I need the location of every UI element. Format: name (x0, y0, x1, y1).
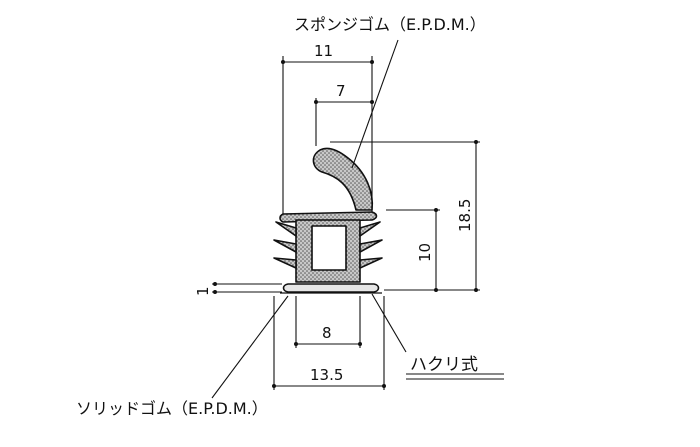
sponge-lip (312, 147, 374, 211)
dim-base-width: 13.5 (310, 366, 343, 384)
dimension-endpoints (213, 60, 478, 388)
right-fin-3 (359, 257, 383, 269)
dim-base-thickness: 1 (194, 286, 212, 296)
label-sponge-rubber: スポンジゴム（E.P.D.M.） (294, 15, 486, 34)
leader-lines (211, 39, 504, 399)
left-fin-3 (273, 257, 297, 269)
label-solid-rubber: ソリッドゴム（E.P.D.M.） (76, 399, 268, 418)
left-fin-2 (273, 239, 297, 253)
leader-sponge (351, 39, 399, 169)
solid-base (282, 283, 380, 293)
dimension-lines (212, 56, 480, 390)
right-fin-1 (359, 221, 381, 237)
dim-slot-width: 8 (322, 324, 332, 342)
rubber-profile (273, 147, 383, 294)
dim-body-height: 10 (416, 243, 434, 262)
left-fin-1 (275, 221, 297, 237)
leader-peel (371, 293, 407, 353)
label-peel-type: ハクリ式 (410, 355, 478, 375)
leader-solid (211, 295, 289, 399)
body-outer (295, 219, 361, 283)
right-fin-2 (359, 239, 383, 253)
dim-total-height: 18.5 (456, 199, 474, 232)
dim-top-width: 11 (314, 42, 333, 60)
dim-lip-width: 7 (336, 82, 346, 100)
